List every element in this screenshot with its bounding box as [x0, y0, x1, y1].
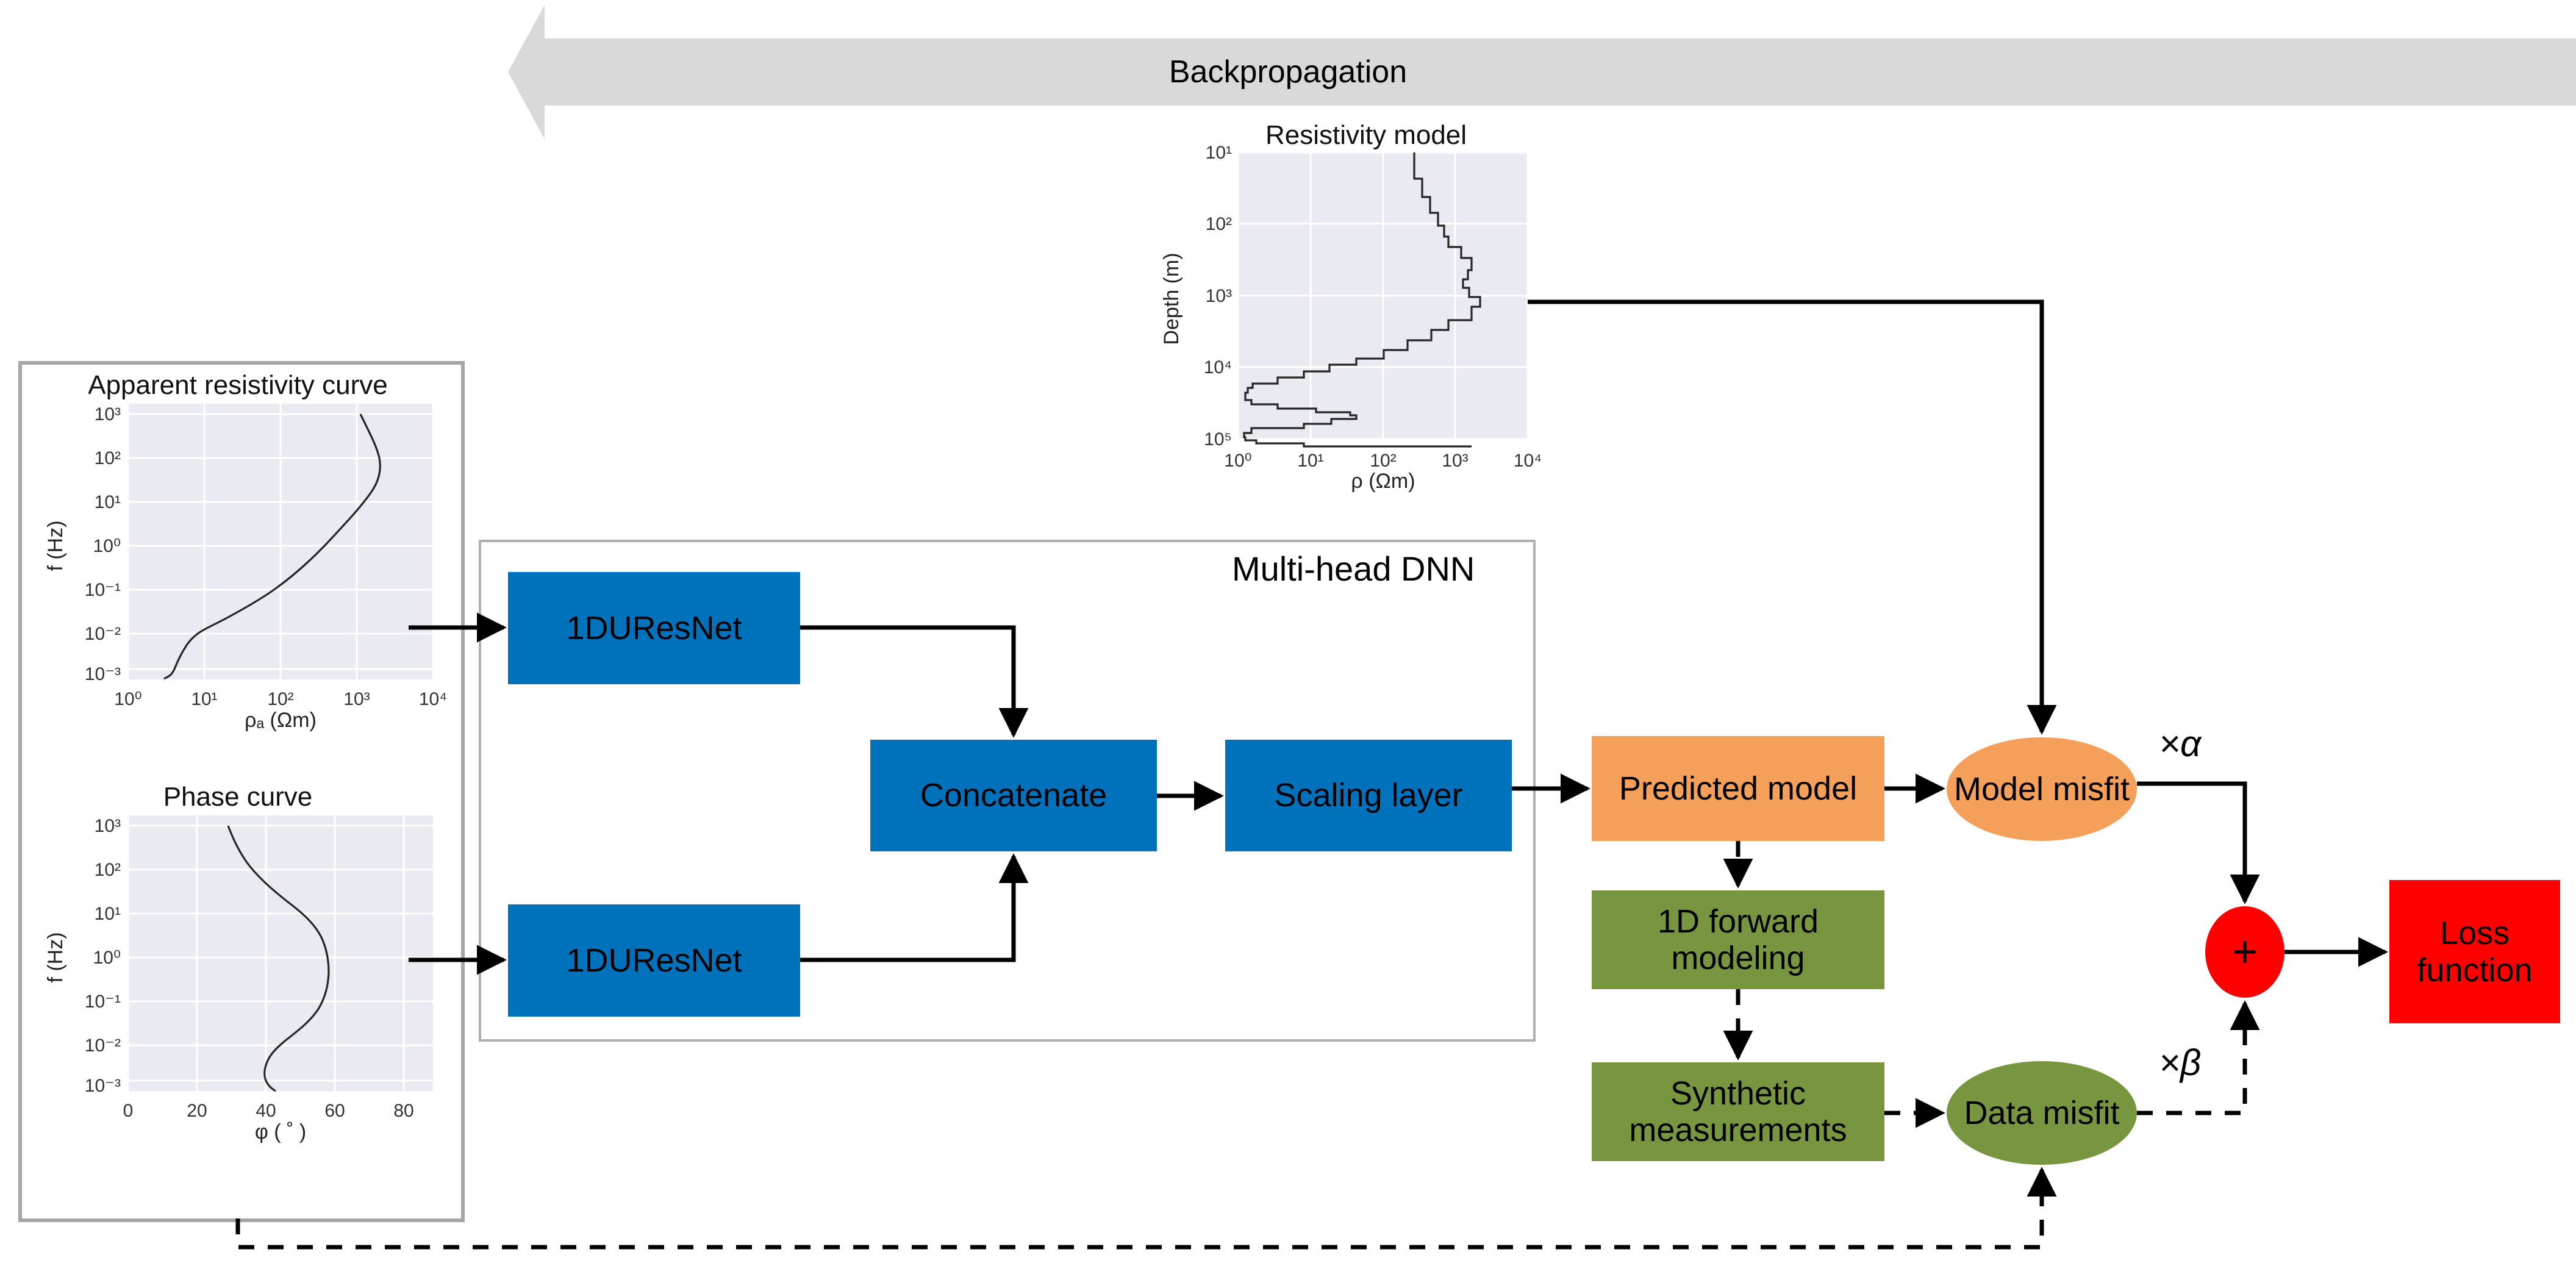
svg-text:10⁻³: 10⁻³: [85, 664, 121, 684]
svg-text:10⁵: 10⁵: [1204, 429, 1232, 449]
svg-text:10³: 10³: [1442, 451, 1468, 471]
chart-title-apparent-resistivity: Apparent resistivity curve: [88, 370, 388, 400]
chart-phase-curve: Phase curve 10³ 10² 10¹ 10⁰ 10⁻¹ 10⁻² 10…: [24, 778, 451, 1143]
svg-text:80: 80: [393, 1101, 413, 1121]
svg-text:10⁻²: 10⁻²: [85, 624, 121, 644]
svg-text:10⁴: 10⁴: [419, 689, 447, 709]
svg-text:10²: 10²: [267, 689, 293, 709]
svg-text:10⁴: 10⁴: [1204, 357, 1232, 377]
svg-text:10⁰: 10⁰: [93, 948, 121, 968]
svg-text:10²: 10²: [1370, 451, 1396, 471]
svg-text:10¹: 10¹: [191, 689, 217, 709]
multi-head-dnn-group: [479, 540, 1536, 1042]
svg-text:10³: 10³: [95, 404, 121, 424]
svg-text:10²: 10²: [1206, 214, 1232, 234]
multi-head-dnn-label: Multi-head DNN: [1232, 549, 1475, 588]
chart-resistivity-model: Resistivity model 10¹ 10² 10³ 10⁴ 10⁵ 10…: [1147, 120, 1561, 500]
svg-text:10²: 10²: [95, 860, 121, 880]
edge-label-alpha: ×α: [2159, 723, 2202, 764]
svg-text:10⁴: 10⁴: [1514, 451, 1542, 471]
svg-text:10¹: 10¹: [1206, 143, 1232, 163]
svg-text:10⁻¹: 10⁻¹: [85, 992, 121, 1012]
chart-apparent-resistivity: Apparent resistivity curve 10³ 10² 10¹ 1…: [24, 366, 451, 732]
svg-text:0: 0: [123, 1101, 134, 1121]
ylabel-resistivity-model: Depth (m): [1160, 252, 1183, 345]
svg-text:10³: 10³: [1206, 286, 1232, 306]
ylabel-phase-curve: f (Hz): [44, 932, 67, 982]
node-sum[interactable]: +: [2205, 906, 2284, 998]
svg-text:60: 60: [324, 1101, 345, 1121]
node-resnet-bottom[interactable]: 1DUResNet: [508, 904, 800, 1017]
svg-text:20: 20: [187, 1101, 207, 1121]
xlabel-resistivity-model: ρ (Ωm): [1351, 470, 1415, 493]
svg-text:10⁻²: 10⁻²: [85, 1036, 121, 1056]
node-synthetic-measurements[interactable]: Synthetic measurements: [1592, 1062, 1884, 1161]
series-rho-model: [1243, 152, 1481, 448]
svg-text:10⁻¹: 10⁻¹: [85, 580, 121, 600]
ylabel-apparent-resistivity: f (Hz): [44, 520, 67, 571]
edge-resistivity-model-to-model-misfit: [1528, 299, 2057, 735]
node-resnet-top[interactable]: 1DUResNet: [508, 572, 800, 684]
svg-text:40: 40: [256, 1101, 276, 1121]
chart-title-resistivity-model: Resistivity model: [1265, 120, 1467, 150]
edge-model-misfit-to-sum: [2137, 781, 2260, 904]
node-forward-modeling[interactable]: 1D forward modeling: [1592, 890, 1884, 989]
edge-observed-data-to-data-misfit: [235, 1167, 2057, 1250]
svg-text:10⁰: 10⁰: [93, 536, 121, 556]
svg-text:10⁰: 10⁰: [114, 689, 141, 709]
svg-text:10¹: 10¹: [1297, 451, 1323, 471]
svg-text:10⁰: 10⁰: [1224, 451, 1251, 471]
node-loss-function[interactable]: Loss function: [2389, 880, 2560, 1023]
svg-text:10³: 10³: [95, 816, 121, 836]
node-scaling-layer[interactable]: Scaling layer: [1225, 740, 1512, 851]
edge-label-beta: ×β: [2159, 1042, 2202, 1083]
node-data-misfit[interactable]: Data misfit: [1947, 1061, 2137, 1165]
node-model-misfit[interactable]: Model misfit: [1947, 737, 2137, 841]
svg-text:10³: 10³: [343, 689, 370, 709]
svg-text:10⁻³: 10⁻³: [85, 1076, 121, 1096]
series-rho-a: [163, 413, 381, 680]
svg-text:10¹: 10¹: [95, 904, 121, 924]
series-phi: [227, 825, 330, 1092]
svg-text:10²: 10²: [95, 448, 121, 468]
node-concatenate[interactable]: Concatenate: [870, 740, 1157, 851]
svg-text:10¹: 10¹: [95, 492, 121, 512]
chart-title-phase-curve: Phase curve: [163, 782, 313, 812]
node-predicted-model[interactable]: Predicted model: [1592, 736, 1884, 841]
backpropagation-label: Backpropagation: [1168, 54, 1408, 90]
